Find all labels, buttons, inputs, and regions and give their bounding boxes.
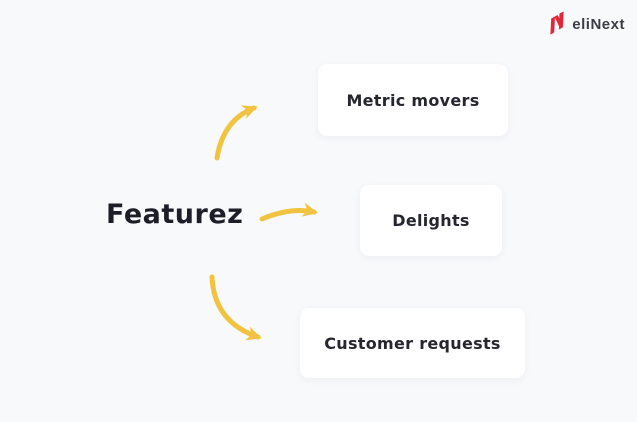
node-metric-movers-label: Metric movers [346, 90, 480, 110]
arrow-to-metric-movers [214, 105, 258, 161]
node-delights-label: Delights [392, 211, 470, 230]
root-label-featurez: Featurez [106, 199, 244, 230]
elinext-logo-text: eliNext [572, 15, 625, 33]
elinext-n-icon [550, 11, 564, 35]
arrow-to-delights [259, 202, 318, 222]
arrow-to-customer-requests [209, 274, 262, 341]
node-metric-movers: Metric movers [318, 64, 508, 136]
elinext-logo: eliNext [548, 11, 625, 37]
node-customer-requests: Customer requests [300, 308, 525, 378]
node-customer-requests-label: Customer requests [324, 333, 501, 353]
node-delights: Delights [360, 185, 502, 256]
